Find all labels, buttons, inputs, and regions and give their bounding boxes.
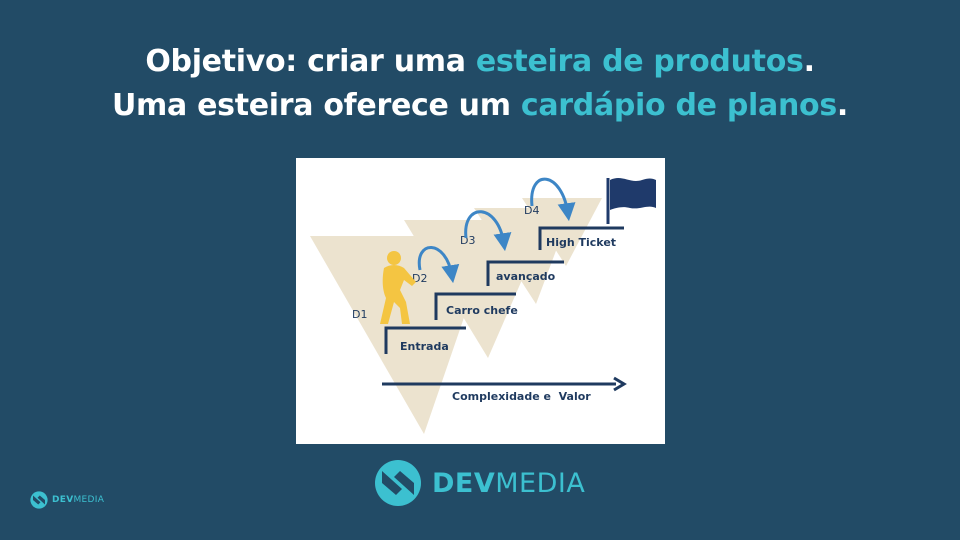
- brand-logo: DEVMEDIA: [374, 458, 585, 508]
- headline-line-1-highlight: esteira de produtos: [475, 44, 804, 79]
- stage-name-carro-chefe: Carro chefe: [446, 304, 518, 317]
- stage-name-avancado: avançado: [496, 270, 556, 283]
- corner-wordmark: DEVMEDIA: [52, 495, 104, 505]
- person-climbing-icon: [380, 251, 416, 324]
- corner-wordmark-bold: DEV: [52, 495, 74, 505]
- headline-line-1: Objetivo: criar uma esteira de produtos.: [0, 40, 960, 84]
- jump-arrow-d2: [417, 246, 460, 284]
- stage-label-d2: D2: [412, 272, 427, 285]
- jump-arrow-d4: [530, 177, 576, 222]
- stage-label-d4: D4: [524, 204, 539, 217]
- stage-name-high-ticket: High Ticket: [546, 236, 616, 249]
- axis-label: Complexidade e Valor: [452, 390, 591, 403]
- corner-logo: DEVMEDIA: [30, 490, 104, 510]
- triangle-d4: [522, 198, 602, 266]
- jump-arrow-d3: [464, 210, 512, 252]
- devmedia-logo-icon: [375, 460, 421, 506]
- step-avancado: [486, 260, 564, 286]
- stage-label-d3: D3: [460, 234, 475, 247]
- headline-line-1-suffix: .: [803, 44, 815, 79]
- headline-line-1-prefix: Objetivo: criar uma: [145, 44, 476, 79]
- flag-icon: [610, 178, 656, 210]
- brand-wordmark-light: MEDIA: [495, 467, 586, 499]
- step-carro-chefe: [434, 292, 516, 320]
- stage-label-d1: D1: [352, 308, 367, 321]
- corner-wordmark-light: MEDIA: [73, 495, 105, 505]
- axis-arrow-head: [613, 376, 627, 392]
- brand-wordmark: DEVMEDIA: [432, 468, 585, 499]
- stage-name-entrada: Entrada: [400, 340, 449, 353]
- step-entrada: [384, 326, 466, 354]
- corner-logo-icon: [30, 491, 48, 509]
- brand-wordmark-bold: DEV: [432, 467, 496, 499]
- headline-line-2-prefix: Uma esteira oferece um: [111, 88, 521, 123]
- staircase-diagram: D1 Entrada D2 Carro chefe D3 avançado D4…: [296, 158, 665, 444]
- staircase-svg: D1 Entrada D2 Carro chefe D3 avançado D4…: [310, 177, 656, 434]
- headline-line-2: Uma esteira oferece um cardápio de plano…: [0, 84, 960, 128]
- step-high-ticket: [538, 226, 624, 250]
- headline-line-2-highlight: cardápio de planos: [520, 88, 837, 123]
- headline-line-2-suffix: .: [836, 88, 848, 123]
- headline: Objetivo: criar uma esteira de produtos.…: [0, 40, 960, 128]
